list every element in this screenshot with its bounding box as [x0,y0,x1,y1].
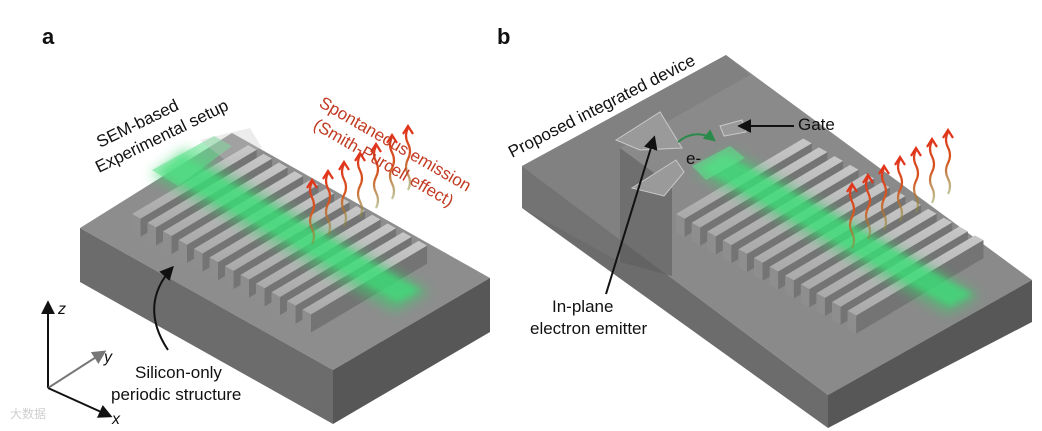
base-block-side-b [828,280,1032,428]
panel-letter-a: a [42,24,55,49]
a-wave-arrowhead-6 [386,132,398,144]
a-bar-end-8 [240,274,250,298]
emission-waves-a [306,123,414,245]
x-axis-arrow [47,387,113,418]
a-wave-7 [404,127,412,191]
b-bar-end-8 [785,275,794,299]
emitter-label-line2: electron emitter [530,319,647,338]
a-wave-arrowhead-2 [322,168,334,180]
a-bar-end-11 [287,301,296,324]
panel-a: a SEM-based Experimental setup Spontaneo… [10,24,490,428]
gate-label: Gate [798,115,835,134]
a-wave-5 [372,145,380,209]
x-axis-label: x [111,411,121,428]
a-wave-arrowhead-7 [402,123,414,135]
b-bar-end-3 [707,231,716,255]
a-wave-arrowhead-4 [354,150,366,162]
b-bar-end-1 [676,214,685,237]
panel-letter-b: b [497,24,510,49]
b-bar-end-6 [754,258,763,281]
electron-beam-b [692,146,980,314]
b-wave-1 [848,185,856,249]
b-wave-arrowhead-7 [942,127,954,139]
a-bar-end-10 [271,292,281,316]
a-wave-arrowhead-5 [370,141,382,153]
a-bar-end-9 [256,283,265,307]
a-bar-end-5 [194,248,203,272]
a-wave-4 [356,154,364,218]
b-wave-arrowhead-3 [878,163,890,175]
electron-path-arrow [677,129,716,143]
base-block-side [333,278,490,424]
a-bar-end-1 [132,214,141,237]
a-wave-arrowhead-1 [306,177,318,189]
b-wave-3 [880,167,888,231]
a-bar-end-4 [178,240,188,263]
a-wave-2 [324,172,332,236]
a-bar-end-6 [209,257,219,281]
emitter-label-line1: In-plane [552,297,613,316]
axes-indicator: z y x [41,300,121,428]
panel-b: b Proposed integrated device Gate e- In-… [497,24,1032,428]
watermark: 大数据 [10,406,46,421]
base-block-front [80,228,333,424]
emission-waves-b [846,127,954,249]
b-wave-arrowhead-1 [846,181,858,193]
a-wave-6 [388,136,396,200]
a-bar-end-2 [147,222,157,246]
b-wave-arrowhead-6 [926,136,938,148]
b-bar-end-4 [722,240,732,264]
emitter-pointer-arrow [605,135,658,295]
a-wave-arrowhead-3 [338,159,350,171]
electron-beam-a [150,128,430,312]
b-wave-4 [896,158,904,222]
structure-label-line2: periodic structure [111,385,241,404]
b-wave-2 [864,176,872,240]
b-bar-end-9 [800,284,810,308]
b-wave-arrowhead-2 [862,172,874,184]
a-wave-1 [308,181,316,245]
b-wave-arrowhead-4 [894,154,906,166]
b-wave-7 [944,131,952,195]
a-bar-end-3 [163,231,172,255]
a-wave-3 [340,163,348,227]
b-wave-6 [928,140,936,204]
structure-pointer-arrow [153,265,174,351]
y-axis-label: y [103,349,113,366]
b-bar-end-5 [738,249,747,273]
b-wave-5 [912,149,920,213]
b-bar-end-11 [832,302,841,325]
a-bar-end-7 [225,266,234,289]
platform-step-b [522,55,750,262]
a-bar-end-12 [302,309,312,333]
z-axis-label: z [57,301,66,318]
b-bar-end-12 [847,310,857,334]
y-axis-arrow [47,350,107,389]
b-bar-end-2 [691,222,701,246]
electron-label: e- [686,149,701,168]
structure-label-line1: Silicon-only [135,363,222,382]
b-bar-end-10 [816,293,825,317]
b-bar-end-7 [769,266,779,290]
b-wave-arrowhead-5 [910,145,922,157]
